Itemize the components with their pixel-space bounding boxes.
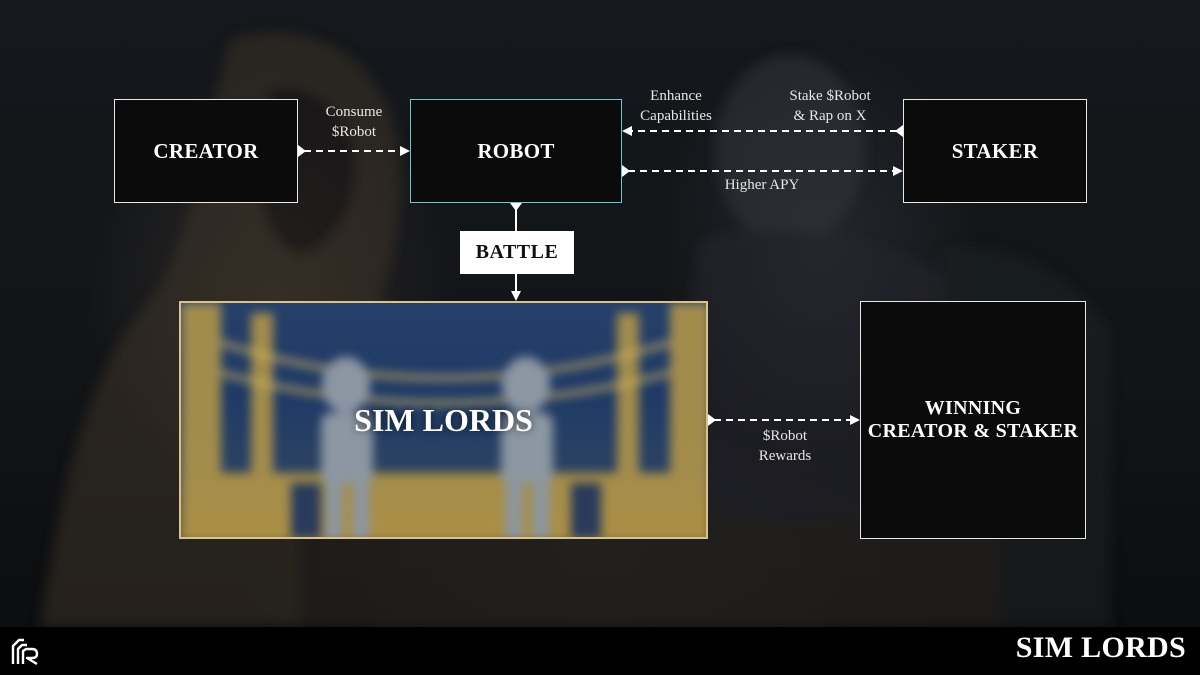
edge-label-stake: Stake $Robot & Rap on X [775,86,885,126]
sim-lords-logo-icon [11,638,39,666]
edge-start-marker [895,125,903,137]
winning-label-line1: WINNING [924,397,1022,419]
edge-label-line: Enhance [650,88,702,104]
robot-label: ROBOT [477,138,555,163]
creator-node: CREATOR [114,99,298,203]
sim-lords-arena-node: SIM LORDS [179,301,708,539]
edge-label-line: Capabilities [640,108,712,124]
edge-label-line: Consume [325,104,383,120]
staker-label: STAKER [951,138,1039,163]
sim-lords-label: SIM LORDS [354,401,533,438]
edge-start-marker [298,145,306,157]
edge-label-rewards: $Robot Rewards [740,426,830,466]
edge-label-line: & Rap on X [793,108,867,124]
edge-label-line: $Robot [762,428,808,444]
connectors [298,125,903,426]
arena-robots-image [181,303,706,537]
edge-label-enhance: Enhance Capabilities [628,86,724,126]
winning-creator-staker-node: WINNING CREATOR & STAKER [860,301,1086,539]
edge-start-marker [708,414,716,426]
edge-label-line: Rewards [758,448,812,464]
robot-node: ROBOT [410,99,622,203]
edge-label-higher-apy: Higher APY [724,177,800,193]
edge-start-marker [510,203,522,211]
battle-label: BATTLE [475,241,559,263]
footer-bar: SIM LORDS [0,627,1200,675]
edge-label-line: Stake $Robot [789,88,871,104]
edge-start-marker [622,165,630,177]
edge-label-consume: Consume $Robot [312,102,396,142]
battle-node: BATTLE [460,231,574,274]
winning-label-line2: CREATOR & STAKER [867,420,1079,442]
creator-label: CREATOR [153,138,259,163]
edge-label-line: $Robot [331,124,377,140]
staker-node: STAKER [903,99,1087,203]
footer-brand-title: SIM LORDS [1015,631,1186,664]
